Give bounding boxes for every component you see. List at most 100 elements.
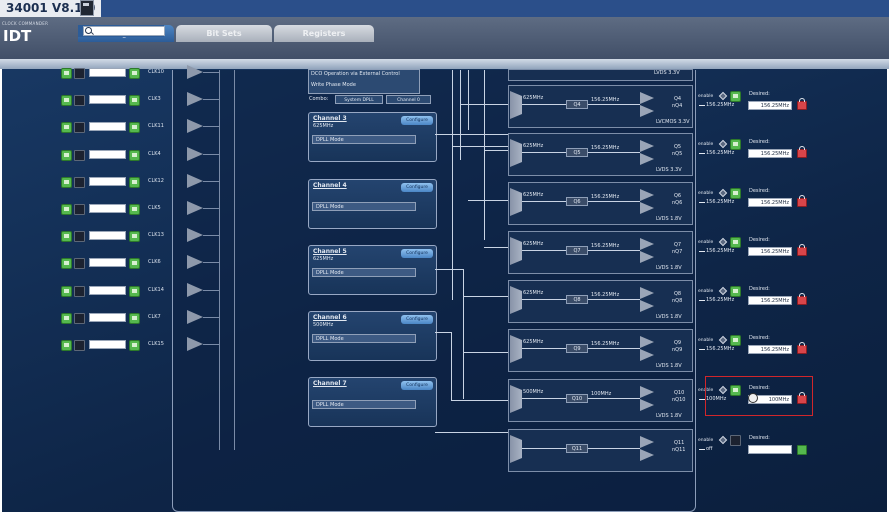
clock-invert-checkbox[interactable] <box>74 177 85 188</box>
desired-freq-input[interactable]: 156.25MHz <box>748 101 792 110</box>
channel-freq: 625MHz <box>313 256 334 262</box>
clock-freq-input[interactable] <box>89 313 126 322</box>
clock-enable-checkbox[interactable] <box>61 231 72 242</box>
output-divider[interactable]: Q8 <box>566 295 588 304</box>
output-enable-checkbox[interactable] <box>730 435 741 446</box>
output-enable-checkbox[interactable] <box>730 139 741 150</box>
desired-freq-input[interactable] <box>748 445 792 454</box>
output-divider[interactable]: Q6 <box>566 197 588 206</box>
clock-freq-input[interactable] <box>89 150 126 159</box>
save-icon[interactable] <box>80 0 94 16</box>
clock-enable-checkbox[interactable] <box>61 150 72 161</box>
clock-enable-checkbox[interactable] <box>61 95 72 106</box>
configure-button[interactable]: Configure <box>401 249 433 258</box>
clock-enable-checkbox[interactable] <box>61 340 72 351</box>
signal-wire <box>484 70 485 240</box>
clock-enable-checkbox[interactable] <box>61 258 72 269</box>
clock-lock-button[interactable] <box>129 122 140 133</box>
clock-freq-input[interactable] <box>89 68 126 77</box>
clock-freq-input[interactable] <box>89 231 126 240</box>
output-enable-checkbox[interactable] <box>730 286 741 297</box>
clock-enable-checkbox[interactable] <box>61 286 72 297</box>
clock-lock-button[interactable] <box>129 258 140 269</box>
clock-invert-checkbox[interactable] <box>74 95 85 106</box>
clock-enable-checkbox[interactable] <box>61 204 72 215</box>
clock-freq-input[interactable] <box>89 286 126 295</box>
clock-enable-checkbox[interactable] <box>61 122 72 133</box>
clock-invert-checkbox[interactable] <box>74 340 85 351</box>
lock-icon[interactable] <box>797 293 807 305</box>
lock-icon[interactable] <box>797 195 807 207</box>
driver-icon <box>640 349 654 361</box>
clock-lock-button[interactable] <box>129 231 140 242</box>
desired-freq-input[interactable]: 156.25MHz <box>748 345 792 354</box>
clock-label: CLK11 <box>148 123 164 129</box>
clock-lock-button[interactable] <box>129 313 140 324</box>
output-q-label: Q4 <box>674 96 682 102</box>
output-divider[interactable]: Q7 <box>566 246 588 255</box>
tab-registers[interactable]: Registers <box>274 25 374 42</box>
clock-invert-checkbox[interactable] <box>74 122 85 133</box>
combo-channel-0[interactable]: Channel 0 <box>386 95 431 104</box>
clock-invert-checkbox[interactable] <box>74 313 85 324</box>
channel-mode: DPLL Mode <box>312 202 416 211</box>
clock-invert-checkbox[interactable] <box>74 286 85 297</box>
output-enable-checkbox[interactable] <box>730 91 741 102</box>
desired-freq-input[interactable]: 156.25MHz <box>748 247 792 256</box>
output-enable-checkbox[interactable] <box>730 385 741 396</box>
apply-button[interactable] <box>797 445 807 455</box>
clock-label: CLK3 <box>148 96 161 102</box>
clock-lock-button[interactable] <box>129 286 140 297</box>
clock-invert-checkbox[interactable] <box>74 258 85 269</box>
output-nq-label: nQ5 <box>672 151 683 157</box>
clock-invert-checkbox[interactable] <box>74 231 85 242</box>
dco-block: DCO Operation via External Control Write… <box>308 69 420 94</box>
lock-icon[interactable] <box>797 244 807 256</box>
output-enable-checkbox[interactable] <box>730 188 741 199</box>
clock-label: CLK5 <box>148 205 161 211</box>
clock-lock-button[interactable] <box>129 68 140 79</box>
lock-icon[interactable] <box>797 146 807 158</box>
desired-freq-input[interactable]: 156.25MHz <box>748 149 792 158</box>
clock-invert-checkbox[interactable] <box>74 68 85 79</box>
desired-freq-input[interactable]: 156.25MHz <box>748 296 792 305</box>
output-enable-checkbox[interactable] <box>730 237 741 248</box>
clock-enable-checkbox[interactable] <box>61 68 72 79</box>
configure-button[interactable]: Configure <box>401 381 433 390</box>
clock-lock-button[interactable] <box>129 150 140 161</box>
clock-freq-input[interactable] <box>89 258 126 267</box>
combo-system-dpll[interactable]: System DPLL <box>335 95 383 104</box>
mux-freq: 625MHz <box>523 339 544 345</box>
clock-enable-checkbox[interactable] <box>61 313 72 324</box>
output-divider[interactable]: Q4 <box>566 100 588 109</box>
output-divider[interactable]: Q10 <box>566 394 588 403</box>
lock-icon[interactable] <box>797 392 807 404</box>
clock-freq-input[interactable] <box>89 340 126 349</box>
clock-lock-button[interactable] <box>129 177 140 188</box>
configure-button[interactable]: Configure <box>401 183 433 192</box>
clock-lock-button[interactable] <box>129 204 140 215</box>
desired-label: Desired: <box>749 91 770 97</box>
clock-freq-input[interactable] <box>89 204 126 213</box>
tab-bit-sets[interactable]: Bit Sets <box>176 25 272 42</box>
lock-icon[interactable] <box>797 342 807 354</box>
output-enable-checkbox[interactable] <box>730 335 741 346</box>
clock-freq-input[interactable] <box>89 122 126 131</box>
configure-button[interactable]: Configure <box>401 116 433 125</box>
output-divider[interactable]: Q9 <box>566 344 588 353</box>
desired-freq-input[interactable]: 156.25MHz <box>748 198 792 207</box>
clock-lock-button[interactable] <box>129 95 140 106</box>
lock-icon[interactable] <box>797 98 807 110</box>
output-divider[interactable]: Q5 <box>566 148 588 157</box>
search-input[interactable] <box>83 26 165 36</box>
clock-lock-button[interactable] <box>129 340 140 351</box>
clock-invert-checkbox[interactable] <box>74 150 85 161</box>
configure-button[interactable]: Configure <box>401 315 433 324</box>
clock-freq-input[interactable] <box>89 177 126 186</box>
clock-freq-input[interactable] <box>89 95 126 104</box>
clock-enable-checkbox[interactable] <box>61 177 72 188</box>
signal-wire <box>435 134 511 135</box>
clock-wire <box>203 290 219 291</box>
clock-invert-checkbox[interactable] <box>74 204 85 215</box>
output-divider[interactable]: Q11 <box>566 444 588 453</box>
